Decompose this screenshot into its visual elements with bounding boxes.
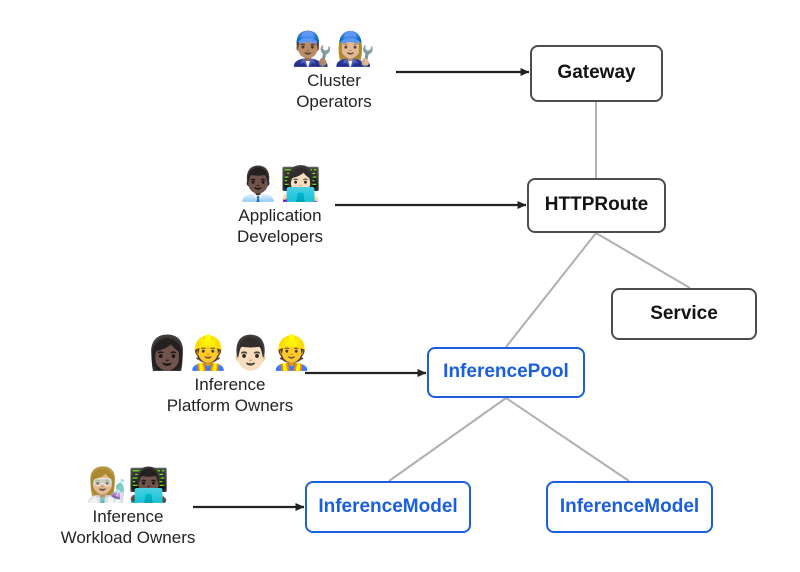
edge-httproute-to-inferencepool — [505, 232, 597, 348]
node-label: InferenceModel — [559, 495, 700, 517]
edge-inferencepool-to-inferencemodel-right — [505, 397, 630, 482]
node-label: InferencePool — [443, 361, 569, 383]
persona-cluster-operators: 👨🏽‍🔧👩🏼‍🔧Cluster Operators — [259, 32, 409, 113]
woman-scientist-and-man-technologist-icon: 👩🏼‍🔬👨🏿‍💻 — [85, 465, 171, 504]
node-inferencemodel-right[interactable]: InferenceModel — [546, 481, 713, 533]
persona-label: Application Developers — [237, 206, 323, 247]
node-gateway[interactable]: Gateway — [530, 45, 663, 102]
node-httproute[interactable]: HTTPRoute — [527, 178, 666, 233]
node-service[interactable]: Service — [611, 288, 757, 340]
persona-arrows — [193, 68, 530, 511]
persona-label: Cluster Operators — [296, 71, 372, 112]
man-office-worker-and-woman-technologist-icon: 👨🏿‍💼👩🏻‍💻 — [237, 164, 323, 203]
persona-inference-workload-owners: 👩🏼‍🔬👨🏿‍💻Inference Workload Owners — [48, 468, 208, 549]
node-inferencepool[interactable]: InferencePool — [427, 347, 585, 398]
node-label: HTTPRoute — [544, 194, 649, 216]
node-label: InferenceModel — [318, 495, 458, 517]
node-label: Gateway — [557, 62, 636, 84]
persona-application-developers: 👨🏿‍💼👩🏻‍💻Application Developers — [200, 167, 360, 248]
node-label: Service — [650, 302, 718, 324]
node-inferencemodel-left[interactable]: InferenceModel — [305, 481, 471, 533]
woman-construction-worker-and-man-construction-worker-icon: 👩🏿‍👷👨🏻‍👷 — [146, 333, 314, 372]
edge-inferencepool-to-inferencemodel-left — [388, 397, 507, 482]
persona-label: Inference Platform Owners — [166, 375, 294, 416]
edge-httproute-to-service — [595, 232, 691, 289]
persona-label: Inference Workload Owners — [60, 507, 196, 548]
persona-inference-platform-owners: 👩🏿‍👷👨🏻‍👷Inference Platform Owners — [146, 333, 314, 417]
man-mechanic-and-woman-mechanic-icon: 👨🏽‍🔧👩🏼‍🔧 — [291, 29, 377, 68]
